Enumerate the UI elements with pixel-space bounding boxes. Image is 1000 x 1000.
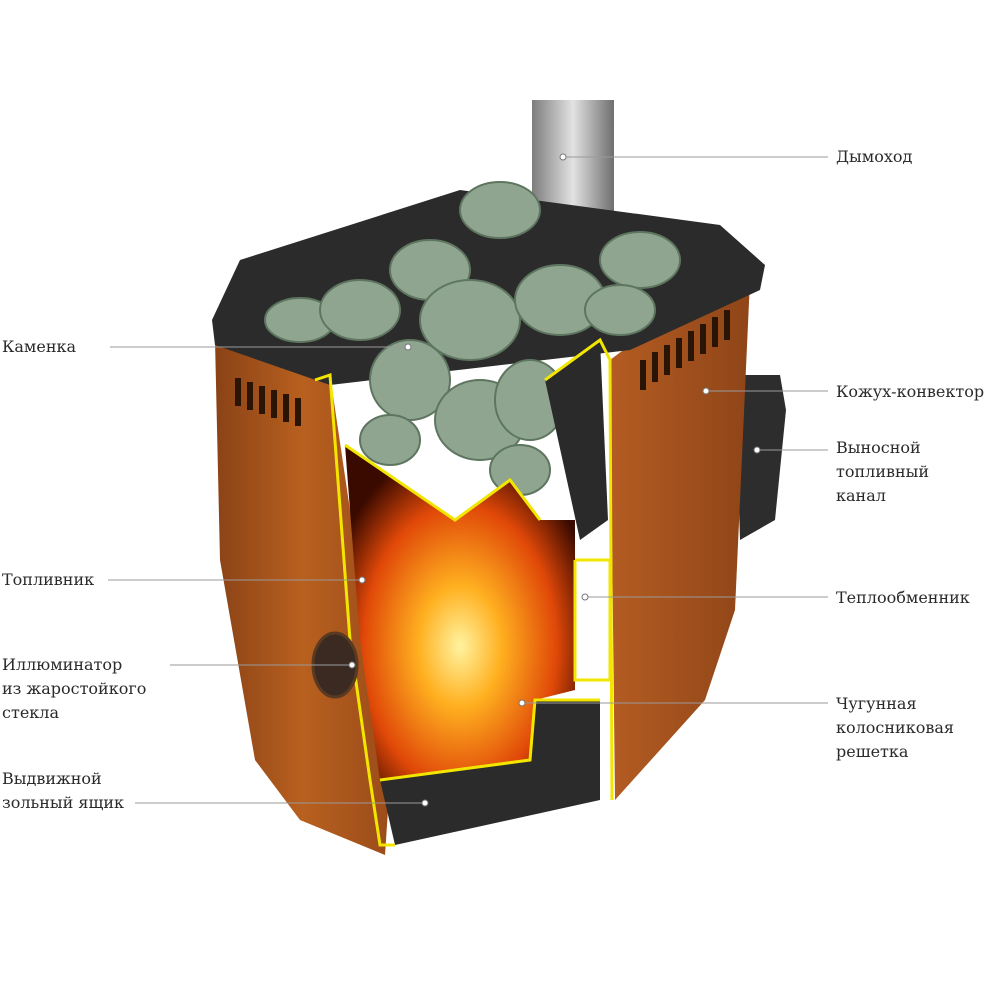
label-remote-fuel-channel: Выносной топливный канал [836,436,929,508]
label-line: Дымоход [836,147,913,166]
label-line: зольный ящик [2,793,125,812]
label-line: Чугунная [836,694,917,713]
label-line: Выносной [836,438,921,457]
label-line: колосниковая [836,718,954,737]
label-line: Выдвижной [2,769,102,788]
leader-lines [108,156,828,804]
label-line: топливный [836,462,930,481]
label-ash-drawer: Выдвижной зольный ящик [2,767,124,815]
firebox-shape [345,445,575,780]
label-firebox: Топливник [2,568,94,592]
leader-dots [348,153,761,807]
cutaway-outline [314,337,614,847]
label-line: Кожух-конвектор [836,382,985,401]
label-line: из жаростойкого [2,679,147,698]
label-cast-iron-grate: Чугунная колосниковая решетка [836,692,954,764]
ash-drawer-shape [380,700,600,845]
label-viewing-window: Иллюминатор из жаростойкого стекла [2,653,146,725]
label-line: Иллюминатор [2,655,123,674]
label-heat-exchanger: Теплообменник [836,586,970,610]
label-line: Теплообменник [836,588,970,607]
label-line: канал [836,486,886,505]
fuel-channel-shape [735,375,786,540]
heat-exchanger-panel [545,340,608,540]
label-chimney: Дымоход [836,145,912,169]
casing-right [610,280,750,800]
label-convector-casing: Кожух-конвектор [836,380,984,404]
label-line: Топливник [2,570,95,589]
vent-slots [235,310,730,426]
label-line: стекла [2,703,59,722]
label-line: решетка [836,742,909,761]
label-line: Каменка [2,337,77,356]
casing-left [215,340,390,855]
label-stone-chamber: Каменка [2,335,76,359]
